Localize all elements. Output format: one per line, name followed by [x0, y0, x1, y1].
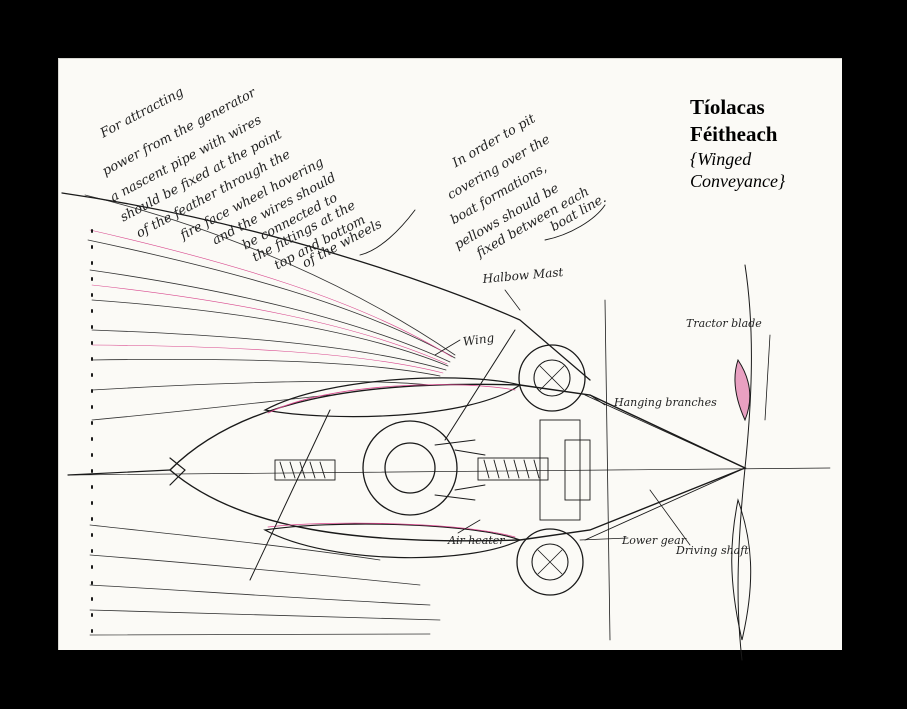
front-rod-upper [584, 394, 746, 469]
rotor-blade [737, 264, 752, 661]
bottom-wheel-outer [516, 528, 584, 596]
machinery [274, 419, 591, 521]
label-rotor: Tractor blade [686, 317, 762, 330]
wing-outline [61, 192, 591, 381]
subtitle-line-1: {Winged [690, 149, 752, 169]
hull-pink-lower [267, 522, 516, 538]
flourish-right [544, 204, 606, 241]
top-wheel-outer [518, 344, 586, 412]
subtitle-line-2: Conveyance} [690, 171, 786, 191]
label-heater: Air heater [448, 534, 505, 547]
front-rod-lower [584, 467, 746, 541]
label-hanging: Hanging branches [614, 396, 717, 409]
vertical-guide [604, 299, 611, 641]
nose [67, 457, 186, 486]
rotor-blade-upper [734, 358, 751, 422]
bottom-wheel-inner [531, 543, 569, 581]
hull-pink-upper [267, 384, 516, 414]
flourish-left [359, 209, 416, 256]
title-block: Tíolacas Féitheach {Winged Conveyance} [690, 94, 835, 192]
center-axis [67, 467, 831, 476]
label-lower: Lower gear [622, 534, 686, 547]
label-driving: Driving shaft [676, 544, 749, 557]
rotor-blade-lower [731, 498, 752, 641]
strut-mast [444, 329, 516, 441]
top-wheel-inner [533, 359, 571, 397]
central-engine-inner [384, 442, 436, 494]
title-line-1: Tíolacas [690, 95, 765, 119]
central-engine-outer [362, 420, 458, 516]
wing-fan-lines [84, 194, 456, 421]
sketch-paper [58, 58, 842, 650]
lower-hull [263, 523, 522, 559]
title-line-2: Féitheach [690, 122, 778, 146]
wing-fan-pink [89, 229, 453, 374]
strut-upper [249, 409, 331, 581]
lower-wing-fan [89, 524, 441, 636]
